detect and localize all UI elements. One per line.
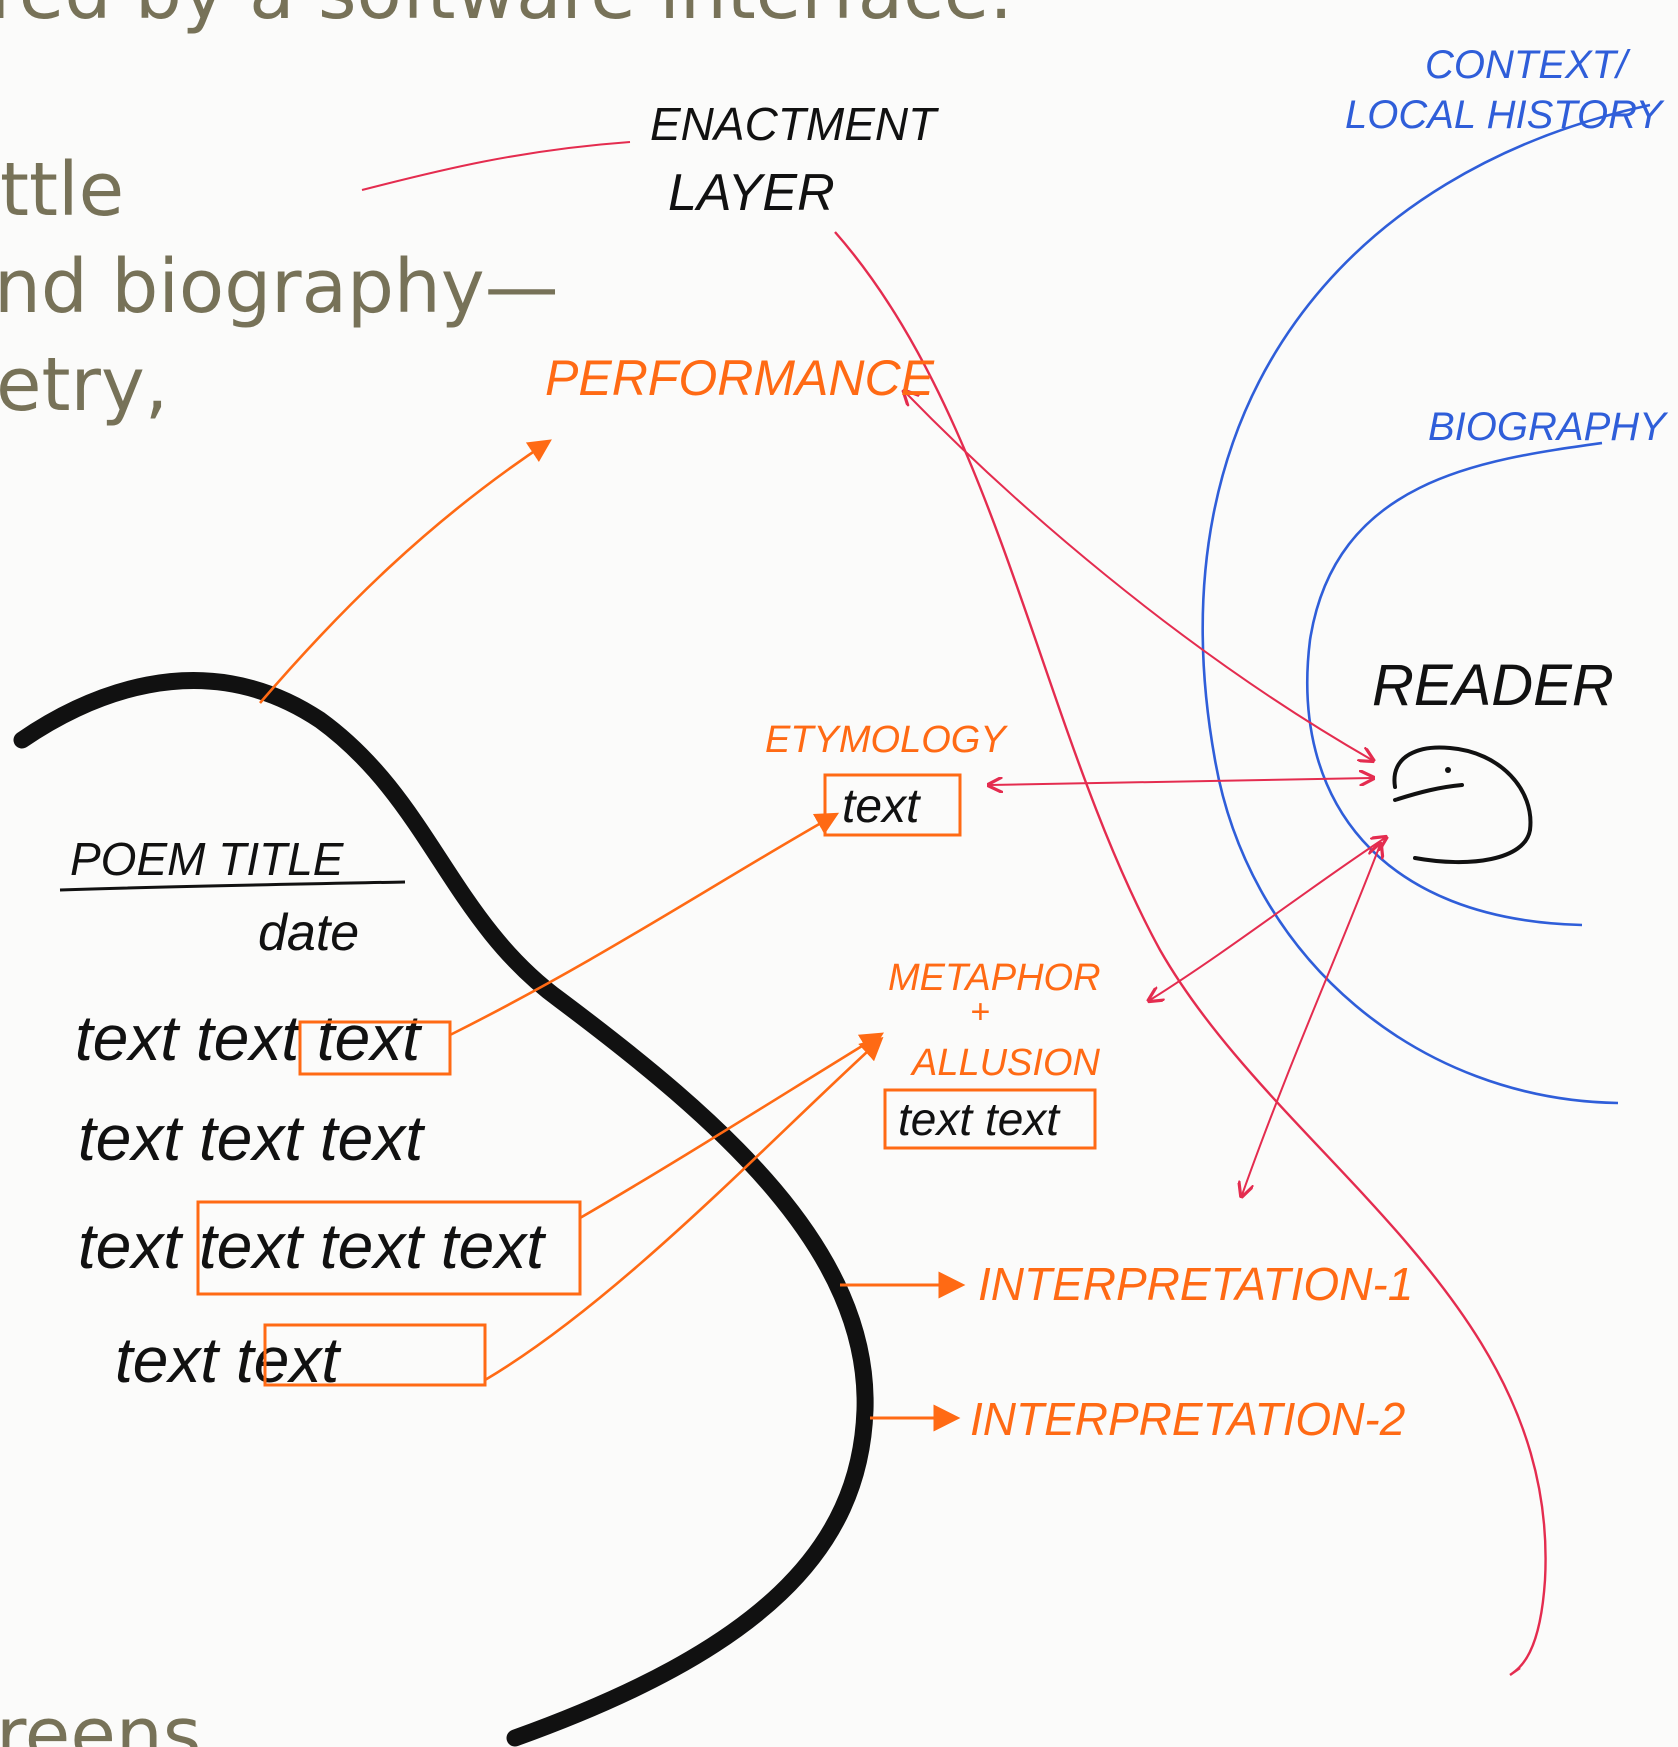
metaphor-label-1: METAPHOR [888,957,1101,999]
poem-highlight-3 [196,1200,582,1296]
arrow-to-metaphor-1 [579,1032,884,1220]
poem-date: date [258,904,359,962]
context-arc [1201,103,1651,1105]
slide-text-line-3: etry, [0,342,168,428]
arrow-to-etymology [449,812,840,1037]
arrow-reader-performance [905,392,1372,760]
slide-text-bottom: reens [0,1692,201,1747]
slide-text-line-2: nd biography— [0,244,559,330]
performance-label: PERFORMANCE [545,350,935,406]
etymology-label: ETYMOLOGY [765,719,1008,761]
reader-face-icon [1392,745,1533,865]
metaphor-text-box [883,1088,1097,1150]
poem-title: POEM TITLE [70,833,345,885]
arrow-reader-interpretation [1242,845,1380,1195]
interpretation-1-label: INTERPRETATION-1 [978,1258,1413,1310]
metaphor-label-3: ALLUSION [910,1042,1101,1084]
arrow-to-performance [259,439,552,704]
interpretation-2-label: INTERPRETATION-2 [970,1393,1405,1445]
arrow-to-metaphor-2 [484,1036,884,1382]
enactment-leader-line [361,141,631,191]
poem-line-1: text text text [75,1002,422,1074]
poem-highlight-1 [298,1020,452,1076]
poem-title-underline [59,880,406,892]
biography-label: BIOGRAPHY [1428,405,1669,449]
poem-line-3: text text text text [78,1210,546,1282]
metaphor-box-text: text text [898,1093,1061,1145]
enactment-layer-label-1: ENACTMENT [650,98,939,150]
barrier-curve [13,672,874,1747]
reader-label: READER [1372,653,1614,718]
slide-text-top: red by a software interface. [0,0,1013,36]
poem-highlight-4 [263,1323,487,1387]
etymology-box-text: text [842,780,921,833]
slide-text-line-1: ttle [0,147,124,233]
etymology-text-box [823,773,962,837]
enactment-layer-label-2: LAYER [668,164,835,222]
context-label-2: LOCAL HISTORY [1345,93,1665,137]
arrow-reader-etymology [990,778,1372,785]
metaphor-label-2: + [970,993,990,1031]
poem-line-2: text text text [78,1102,425,1174]
context-label-1: CONTEXT/ [1425,43,1631,87]
